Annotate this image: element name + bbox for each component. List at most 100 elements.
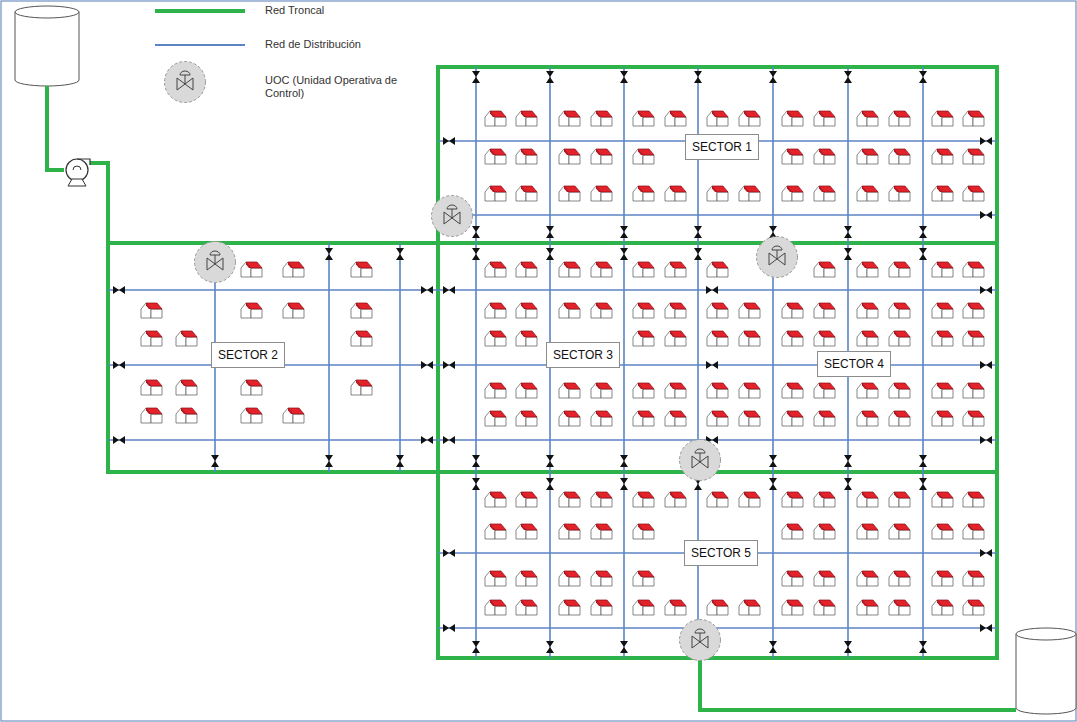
house-icon	[707, 383, 728, 398]
house-icon	[241, 303, 262, 318]
valve-symbol	[980, 436, 992, 444]
house-icon	[963, 524, 984, 539]
house-icon	[889, 149, 910, 164]
valve-symbol	[769, 71, 777, 83]
house-icon	[857, 186, 878, 201]
house-icon	[141, 408, 162, 423]
house-icon	[665, 111, 686, 126]
valve-symbol	[396, 455, 404, 467]
distribution-pipe	[922, 67, 924, 243]
house-icon	[739, 492, 760, 507]
house-icon	[857, 600, 878, 615]
house-icon	[932, 571, 953, 586]
house-icon	[141, 380, 162, 395]
valve-symbol	[694, 248, 702, 260]
valve-symbol	[546, 641, 554, 653]
house-icon	[963, 600, 984, 615]
house-icon	[814, 111, 835, 126]
house-icon	[814, 186, 835, 201]
house-icon	[591, 149, 612, 164]
house-icon	[591, 524, 612, 539]
house-icon	[633, 383, 654, 398]
house-icon	[633, 149, 654, 164]
valve-symbol	[980, 211, 992, 219]
sector-label: SECTOR 1	[692, 140, 752, 154]
valve-symbol	[980, 361, 992, 369]
distribution-pipe	[772, 67, 774, 243]
house-icon	[932, 524, 953, 539]
uoc-units	[195, 196, 798, 661]
house-icon	[665, 383, 686, 398]
house-icon	[351, 262, 372, 277]
valve-symbol	[325, 248, 333, 260]
house-icon	[814, 571, 835, 586]
house-icon	[176, 408, 197, 423]
house-icon	[739, 331, 760, 346]
house-icon	[633, 262, 654, 277]
uoc-symbol	[432, 196, 473, 237]
sector-label-box: SECTOR 4	[817, 351, 891, 377]
trunk-network	[47, 67, 1016, 710]
distribution-pipe	[108, 439, 438, 441]
house-icon	[782, 331, 803, 346]
valve-symbol	[980, 549, 992, 557]
house-icon	[516, 492, 537, 507]
house-icon	[591, 492, 612, 507]
legend-distribution-sample	[155, 44, 245, 46]
valve-symbol	[546, 478, 554, 490]
houses	[141, 111, 984, 615]
valve-symbol	[421, 286, 433, 294]
valve-symbol	[980, 137, 992, 145]
legend-uoc-sample	[165, 62, 206, 103]
house-icon	[782, 111, 803, 126]
house-icon	[141, 303, 162, 318]
house-icon	[932, 186, 953, 201]
valve-symbol	[620, 71, 628, 83]
tank	[1016, 628, 1076, 714]
uoc-symbol	[680, 440, 721, 481]
sector-label: SECTOR 5	[691, 546, 751, 560]
house-icon	[889, 524, 910, 539]
house-icon	[857, 524, 878, 539]
house-icon	[485, 600, 506, 615]
house-icon	[963, 492, 984, 507]
house-icon	[485, 149, 506, 164]
house-icon	[516, 111, 537, 126]
house-icon	[782, 303, 803, 318]
house-icon	[782, 524, 803, 539]
house-icon	[241, 262, 262, 277]
valve-symbol	[694, 226, 702, 238]
distribution-pipe	[623, 472, 625, 658]
legend-text: Red de Distribución	[265, 38, 465, 51]
valve-symbol	[919, 226, 927, 238]
valve-symbol	[443, 137, 455, 145]
valve-symbol	[546, 248, 554, 260]
valve-symbol	[421, 436, 433, 444]
valve-symbol	[844, 641, 852, 653]
valve-symbol	[919, 455, 927, 467]
house-icon	[516, 600, 537, 615]
legend-text: UOC (Unidad Operativa de Control)	[265, 74, 415, 100]
house-icon	[283, 262, 304, 277]
house-icon	[814, 383, 835, 398]
house-icon	[739, 186, 760, 201]
house-icon	[963, 383, 984, 398]
house-icon	[963, 331, 984, 346]
house-icon	[889, 411, 910, 426]
valve-symbol	[919, 248, 927, 260]
house-icon	[665, 331, 686, 346]
house-icon	[932, 600, 953, 615]
house-icon	[485, 411, 506, 426]
sector-label: SECTOR 3	[553, 348, 613, 362]
valve-symbol	[620, 478, 628, 490]
distribution-pipe	[475, 472, 477, 658]
house-icon	[485, 186, 506, 201]
house-icon	[782, 600, 803, 615]
distribution-pipe	[922, 243, 924, 472]
house-icon	[591, 186, 612, 201]
valve-symbol	[694, 71, 702, 83]
uoc-symbol	[195, 242, 236, 283]
house-icon	[857, 262, 878, 277]
valve-symbol	[620, 226, 628, 238]
